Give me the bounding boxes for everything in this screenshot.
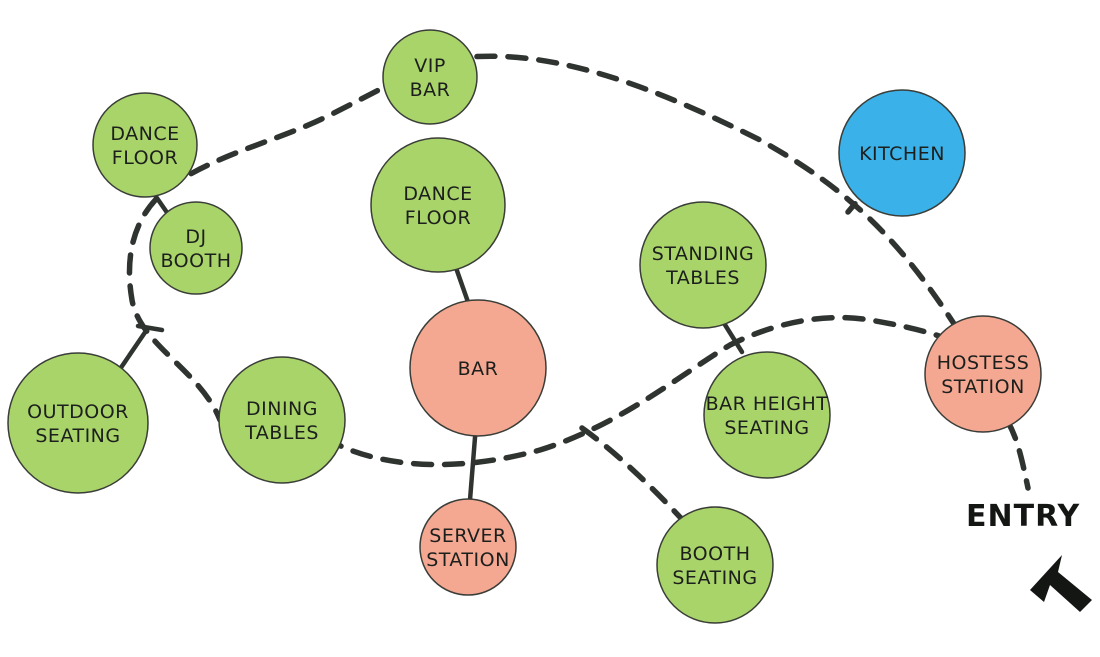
node-label-dance-floor-center: FLOOR bbox=[405, 207, 471, 229]
node-label-bar-height-seating: SEATING bbox=[724, 417, 809, 439]
node-label-vip-bar: BAR bbox=[410, 79, 451, 101]
node-label-bar-height-seating: BAR HEIGHT bbox=[706, 393, 829, 415]
node-label-vip-bar: VIP bbox=[414, 55, 446, 77]
node-label-dance-floor-center: DANCE bbox=[403, 183, 472, 205]
node-circle-kitchen bbox=[838, 89, 966, 217]
node-circle-booth-seating bbox=[656, 506, 774, 624]
node-label-server-station: SERVER bbox=[429, 525, 506, 547]
entry-arrow-icon bbox=[1030, 555, 1092, 612]
node-label-bar: BAR bbox=[458, 358, 499, 380]
entry-marker: ENTRY bbox=[966, 499, 1092, 612]
node-circle-server-station bbox=[419, 498, 517, 596]
bar-server-link bbox=[467, 422, 479, 503]
entry-link bbox=[1005, 419, 1031, 491]
node-label-server-station: STATION bbox=[426, 549, 510, 571]
node-label-booth-seating: BOOTH bbox=[679, 543, 750, 565]
node-label-standing-tables: TABLES bbox=[665, 267, 740, 289]
node-label-outdoor-seating: SEATING bbox=[35, 425, 120, 447]
node-circle-hostess-station bbox=[924, 315, 1042, 433]
node-circle-dining-tables bbox=[218, 356, 346, 484]
node-label-hostess-station: STATION bbox=[941, 376, 1025, 398]
booth-seating-link bbox=[579, 425, 693, 531]
node-circle-dj-booth bbox=[149, 201, 243, 295]
node-circle-bar-height-seating bbox=[703, 351, 831, 479]
node-label-booth-seating: SEATING bbox=[672, 567, 757, 589]
node-bar: BAR bbox=[409, 299, 547, 437]
node-label-dance-floor-left: FLOOR bbox=[112, 147, 178, 169]
node-label-dj-booth: DJ bbox=[185, 226, 206, 248]
node-label-dance-floor-left: DANCE bbox=[110, 123, 179, 145]
outdoor-link-tick bbox=[135, 323, 165, 333]
node-label-dining-tables: DINING bbox=[246, 398, 318, 420]
node-circle-dance-floor-center bbox=[370, 137, 506, 273]
nodes: DANCEFLOORDJBOOTHVIPBARDANCEFLOORKITCHEN… bbox=[7, 29, 1042, 624]
node-kitchen: KITCHEN bbox=[838, 89, 966, 217]
connections bbox=[115, 53, 1031, 531]
dance-floor-bar-link bbox=[452, 262, 471, 305]
circulation-loop-path bbox=[126, 53, 961, 423]
node-label-dining-tables: TABLES bbox=[244, 422, 319, 444]
outdoor-link bbox=[115, 325, 151, 375]
node-circle-dance-floor-left bbox=[92, 92, 198, 198]
node-label-dj-booth: BOOTH bbox=[160, 250, 231, 272]
node-label-outdoor-seating: OUTDOOR bbox=[27, 401, 129, 423]
entry-label: ENTRY bbox=[966, 499, 1081, 534]
node-label-standing-tables: STANDING bbox=[652, 243, 755, 265]
node-circle-vip-bar bbox=[382, 29, 478, 125]
node-circle-bar bbox=[409, 299, 547, 437]
node-circle-standing-tables bbox=[639, 201, 767, 329]
dining-to-hostess-path bbox=[322, 314, 953, 468]
node-circle-outdoor-seating bbox=[7, 352, 149, 494]
node-label-kitchen: KITCHEN bbox=[859, 143, 945, 165]
node-label-hostess-station: HOSTESS bbox=[937, 352, 1030, 374]
